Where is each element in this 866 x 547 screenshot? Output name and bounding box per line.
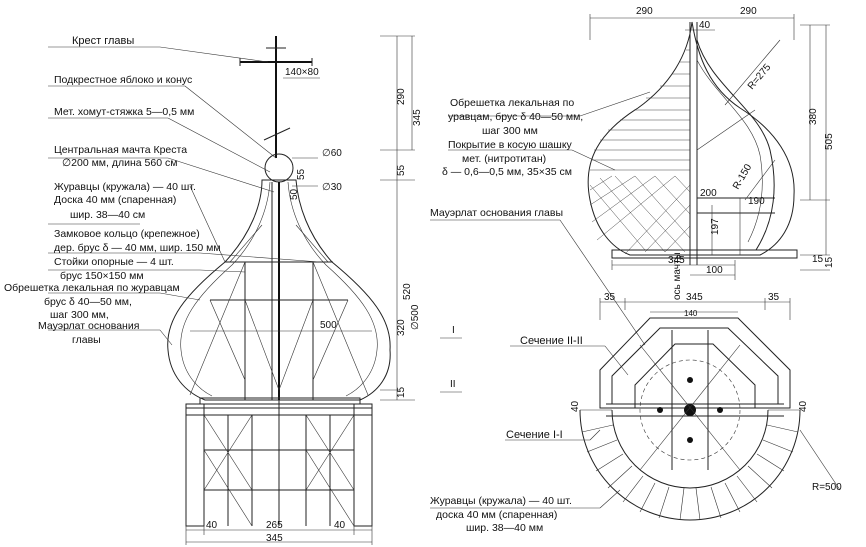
label-rt-lath-1: Обрешетка лекальная по (450, 97, 574, 109)
dim-rt-15a: 15 (812, 254, 824, 265)
mast-dot (684, 404, 696, 416)
right-dome-half-section (430, 14, 830, 346)
right-top-dim-lines (589, 14, 830, 280)
mauerlat-right (611, 249, 798, 259)
label-mast-1: Центральная мачта Креста (54, 144, 187, 156)
label-rt-lath-3: шаг 300 мм (482, 125, 538, 137)
label-ring-2: дер. брус δ — 40 мм, шир. 150 мм (54, 242, 221, 254)
label-rb-zhur-3: шир. 38—40 мм (466, 522, 543, 534)
label-lath-2: брус δ 40—50 мм, (44, 296, 132, 308)
dim-rt-345: 345 (668, 255, 685, 266)
dim-rt-197: 197 (710, 218, 721, 235)
left-leaders (48, 46, 321, 346)
label-axis: ось мачты (672, 252, 683, 300)
drum-frame (185, 400, 373, 527)
dim-40-left: 40 (206, 520, 218, 531)
dim-50: 50 (289, 188, 300, 200)
dim-345-bottom: 345 (266, 533, 283, 544)
label-ring-1: Замковое кольцо (крепежное) (54, 228, 200, 240)
label-r500: R=500 (812, 482, 842, 493)
dim-rt-40: 40 (699, 20, 711, 31)
dim-500v: ∅500 (410, 304, 421, 330)
label-rb-zhur-1: Журавцы (кружала) — 40 шт. (430, 495, 572, 507)
label-cross: Крест главы (72, 35, 134, 47)
label-rt-cover-3: δ — 0,6—0,5 мм, 35×35 см (442, 166, 572, 178)
label-rt-cover-2: мет. (нитротитан) (462, 153, 546, 165)
dim-rb-345: 345 (686, 292, 703, 303)
mauerlat-left (199, 397, 361, 405)
dim-rt-15b: 15 (824, 256, 835, 268)
inner-circle (639, 359, 741, 461)
section-mark-II: II (450, 379, 456, 390)
label-rt-lath-2: уравцам, брус δ 40—50 мм, (448, 111, 583, 123)
dim-30: ∅30 (322, 182, 342, 193)
dome-outline-right (587, 21, 795, 256)
diamond-cover (589, 175, 691, 255)
octagon-outer (599, 317, 791, 409)
label-maur-1: Мауэрлат основания (38, 320, 139, 332)
section-mark-I: I (452, 325, 455, 336)
label-maur-2: главы (72, 334, 101, 346)
label-lath-1: Обрешетка лекальная по журавцам (4, 282, 180, 294)
label-zhur-2: Доска 40 мм (спаренная) (54, 194, 176, 206)
label-clamp: Мет. хомут-стяжка 5—0,5 мм (54, 106, 194, 118)
dim-rt-r275: R=275 (746, 62, 774, 92)
dim-rt-190: 190 (748, 196, 765, 207)
dim-320: 320 (396, 319, 407, 336)
dim-265: 265 (266, 520, 283, 531)
dim-55a: 55 (396, 164, 407, 176)
dim-rb-35a: 35 (604, 292, 616, 303)
label-posts-1: Стойки опорные — 4 шт. (54, 256, 174, 268)
apple-sphere (264, 153, 294, 183)
dim-rt-290a: 290 (636, 6, 653, 17)
dim-rt-r150: R-150 (731, 162, 754, 191)
label-zhur-3: шир. 38—40 см (70, 209, 145, 221)
radial-ribs (580, 409, 800, 521)
dim-rb-40b: 40 (798, 400, 809, 412)
label-sec-1: Сечение I-I (506, 429, 563, 441)
dim-rb-140: 140 (684, 309, 698, 318)
dim-500h: 500 (320, 320, 337, 331)
plan-sections (430, 298, 841, 521)
dim-520: 520 (402, 283, 413, 300)
dim-rb-35b: 35 (768, 292, 780, 303)
dim-140x80: 140×80 (285, 67, 319, 78)
dim-60: ∅60 (322, 148, 342, 159)
label-zhur-1: Журавцы (кружала) — 40 шт. (54, 181, 196, 193)
outer-semicircle (579, 409, 801, 521)
dim-345: 345 (412, 109, 423, 126)
label-apple: Подкрестное яблоко и конус (54, 74, 192, 86)
plan-leaders (430, 345, 629, 509)
dim-rt-290b: 290 (740, 6, 757, 17)
dim-15-left: 15 (396, 386, 407, 398)
plan-dim-lines (599, 298, 841, 491)
label-mast-2: ∅200 мм, длина 560 см (62, 157, 177, 169)
dim-rt-200: 200 (700, 188, 717, 199)
label-rb-zhur-2: доска 40 мм (спаренная) (436, 509, 557, 521)
dim-rt-505: 505 (824, 133, 835, 150)
left-dome-elevation (48, 35, 462, 545)
label-rt-maur: Мауэрлат основания главы (430, 207, 563, 219)
lathing-lines (590, 49, 690, 171)
label-rt-cover-1: Покрытие в косую шашку (448, 139, 573, 151)
dim-rb-40a: 40 (570, 400, 581, 412)
dim-40-right: 40 (334, 520, 346, 531)
dim-55b: 55 (296, 168, 307, 180)
dim-rt-380: 380 (808, 108, 819, 125)
cross-drawing (239, 36, 313, 158)
label-posts-2: брус 150×150 мм (60, 270, 144, 282)
left-dim-lines (185, 35, 462, 545)
label-sec-2: Сечение II-II (520, 335, 583, 347)
right-top-leaders (430, 91, 651, 346)
label-lath-3: шаг 300 мм, (50, 309, 109, 321)
dim-rt-100: 100 (706, 265, 723, 276)
dim-290: 290 (396, 88, 407, 105)
